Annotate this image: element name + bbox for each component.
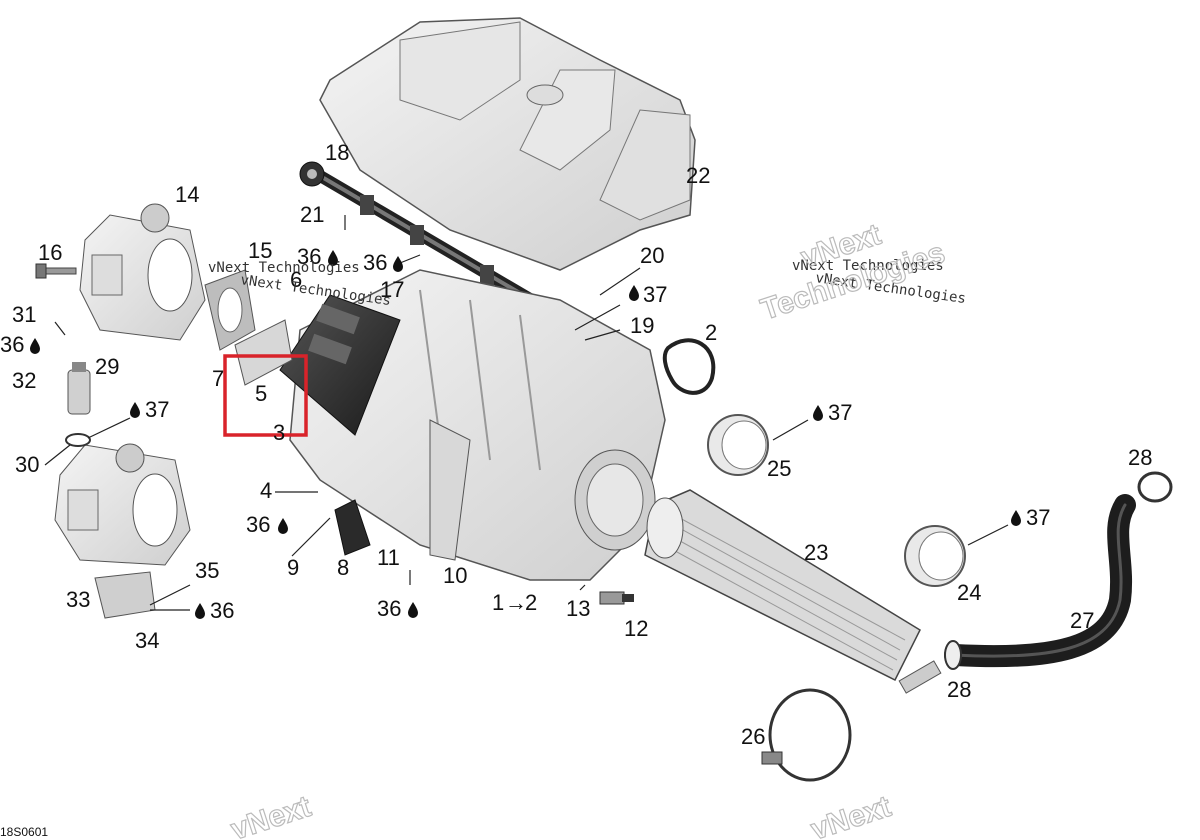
sensor-part-29 [67,362,91,415]
svg-text:vNext Technologies: vNext Technologies [239,272,391,309]
callout-3: 3 [273,420,285,445]
callout-2-top: 2 [705,320,717,345]
callout-37-b: 37 [145,397,169,422]
callout-labels: 18 22 14 21 16 15 36 36 6 17 20 37 19 2 … [0,140,1152,749]
callout-10: 10 [443,563,467,588]
svg-text:vNext Technologies: vNext Technologies [792,258,944,274]
callout-17: 17 [380,277,404,302]
bolt-part-16 [35,263,77,279]
highlight-box [223,354,308,437]
sensor-part-12 [599,591,634,605]
callout-36-a: 36 [297,244,321,269]
callout-9: 9 [287,555,299,580]
o-ring-part-2 [662,338,716,395]
callout-19: 19 [630,313,654,338]
callout-7: 7 [212,366,224,391]
callout-34: 34 [135,628,159,653]
callout-26: 26 [741,724,765,749]
callout-25: 25 [767,456,791,481]
electronic-module-part-5 [279,294,401,436]
callout-37-d: 37 [1026,505,1050,530]
callout-18: 18 [325,140,349,165]
callout-6: 6 [290,267,302,292]
bracket-part-7 [234,319,293,386]
callout-arrow: → [505,590,527,615]
callout-4: 4 [260,478,272,503]
engine-cover-part-22 [319,17,696,271]
callout-37-a: 37 [643,282,667,307]
callout-36-f: 36 [210,598,234,623]
callout-36-b: 36 [363,250,387,275]
clamp-part-28-bottom [944,640,962,670]
throttle-body-lower-part-30 [54,443,191,566]
callout-2-pair: 2 [525,590,537,615]
clamp-part-28-top [1137,471,1173,503]
callout-15: 15 [248,238,272,263]
coupling-part-24 [904,525,966,587]
callout-14: 14 [175,182,199,207]
callout-21: 21 [300,202,324,227]
svg-text:vNext: vNext [227,790,315,840]
svg-text:vNext: vNext [807,790,895,840]
callout-27: 27 [1070,608,1094,633]
callout-13: 13 [566,596,590,621]
sensor-part-8 [334,499,371,556]
clamp-part-26 [761,688,852,782]
callout-35: 35 [195,558,219,583]
callout-30: 30 [15,452,39,477]
callout-31: 31 [12,302,36,327]
callout-36-d: 36 [246,512,270,537]
callout-36-e: 36 [377,596,401,621]
callout-8: 8 [337,555,349,580]
bracket-part-33 [94,571,156,619]
callout-36-c: 36 [0,332,24,357]
callout-29: 29 [95,354,119,379]
callout-5: 5 [255,381,267,406]
callout-37-c: 37 [828,400,852,425]
callout-1: 1 [492,590,504,615]
callout-28-top: 28 [1128,445,1152,470]
callout-24: 24 [957,580,981,605]
gasket-part-15 [204,269,256,351]
callout-22: 22 [686,163,710,188]
callout-33: 33 [66,587,90,612]
callout-23: 23 [804,540,828,565]
callout-12: 12 [624,616,648,641]
callout-28-bottom: 28 [947,677,971,702]
intercooler-part-23 [644,489,942,694]
callout-20: 20 [640,243,664,268]
callout-32: 32 [12,368,36,393]
drawing-id: 18S0601 [0,825,48,839]
svg-text:vNext Technologies: vNext Technologies [208,260,360,276]
coupling-part-25 [707,414,769,476]
callout-11: 11 [377,545,400,570]
o-ring-part-30 [65,433,91,447]
callout-16: 16 [38,240,62,265]
throttle-body-upper-part-14 [79,203,206,341]
